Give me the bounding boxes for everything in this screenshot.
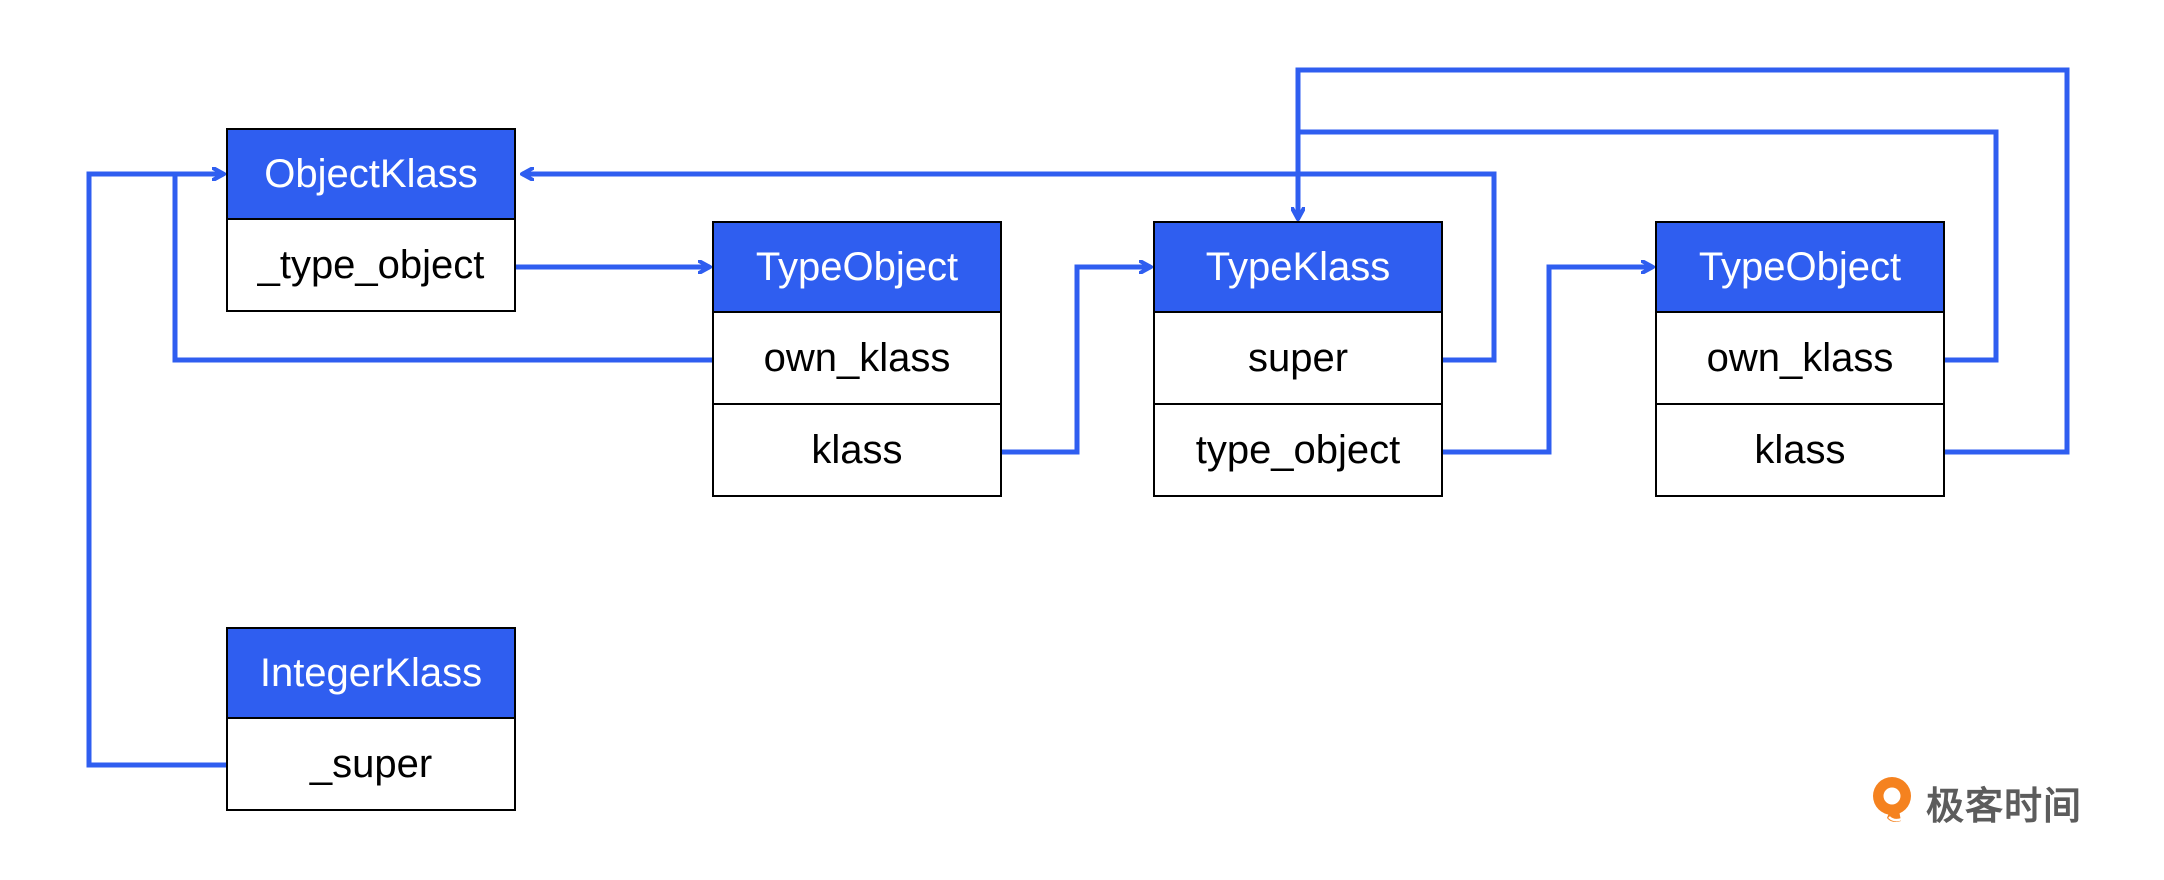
- typeobject-box-1: TypeObject own_klass klass: [712, 221, 1002, 497]
- integerklass-title: IntegerKlass: [226, 627, 516, 719]
- typeobject-2-field-klass: klass: [1655, 405, 1945, 497]
- integerklass-field-super: _super: [226, 719, 516, 811]
- objectklass-box: ObjectKlass _type_object: [226, 128, 516, 312]
- arrow-klass-to-typeklass: [1002, 267, 1151, 455]
- typeobject-1-title: TypeObject: [712, 221, 1002, 313]
- integerklass-box: IntegerKlass _super: [226, 627, 516, 811]
- typeklass-field-super: super: [1153, 313, 1443, 405]
- typeobject-2-field-own-klass: own_klass: [1655, 313, 1945, 405]
- geek-time-logo: 极客时间: [1868, 774, 2082, 830]
- arrow-typeklass-type-object-to-typeobject: [1443, 267, 1653, 455]
- arrow-super-to-objectklass: [86, 174, 226, 768]
- objectklass-title: ObjectKlass: [226, 128, 516, 220]
- typeklass-box: TypeKlass super type_object: [1153, 221, 1443, 497]
- objectklass-field-type-object: _type_object: [226, 220, 516, 312]
- typeklass-title: TypeKlass: [1153, 221, 1443, 313]
- arrow-klass-to-typeklass-top: [1298, 67, 2070, 455]
- typeklass-field-type-object: type_object: [1153, 405, 1443, 497]
- typeobject-1-field-own-klass: own_klass: [712, 313, 1002, 405]
- geek-time-logo-icon: [1873, 777, 1911, 822]
- typeobject-1-field-klass: klass: [712, 405, 1002, 497]
- geek-time-logo-text: 极客时间: [1926, 783, 2083, 828]
- arrow-typeklass-super-to-objectklass: [522, 174, 1497, 363]
- typeobject-2-title: TypeObject: [1655, 221, 1945, 313]
- typeobject-box-2: TypeObject own_klass klass: [1655, 221, 1945, 497]
